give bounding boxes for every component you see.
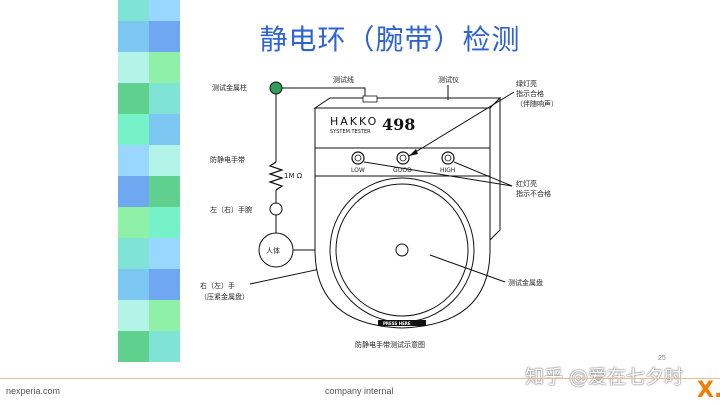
green-light-pointer — [408, 91, 515, 157]
label-green-light-pass: 指示合格 — [516, 89, 544, 98]
press-here-strip — [378, 320, 426, 326]
mosaic-tile — [118, 145, 149, 176]
tester-side-face — [489, 96, 501, 242]
tester-brand: HAKKO — [330, 115, 378, 128]
mosaic-tile — [149, 83, 180, 114]
press-here-text: PRESS HERE — [383, 321, 411, 326]
mosaic-tile — [149, 145, 180, 176]
button-low-label: LOW — [351, 167, 365, 174]
mosaic-tile — [118, 176, 149, 207]
footer-company: nexperia.com — [6, 386, 61, 396]
label-wrist-strap: 防静电手带 — [210, 155, 245, 164]
tester-number: 498 — [382, 115, 415, 134]
label-right-hand-note: （压紧金属盘） — [200, 292, 249, 301]
mosaic-tile — [118, 52, 149, 83]
mosaic-tile — [149, 176, 180, 207]
tester-top-face — [313, 97, 502, 109]
mosaic-tile — [149, 0, 180, 21]
watermark-text: 知乎 @爱在七夕时 — [525, 366, 684, 388]
mosaic-tile — [149, 52, 180, 83]
red-light-pointer-low — [363, 161, 513, 187]
mosaic-tile — [118, 269, 149, 300]
label-green-light-sound: （伴随响声） — [516, 99, 558, 108]
button-good-label: GOOD — [393, 167, 412, 174]
tester-model: SYSTEM TESTER — [330, 129, 371, 135]
red-light-pointer-high — [453, 161, 513, 187]
label-metal-post: 测试金属柱 — [212, 83, 247, 92]
mosaic-tile — [149, 114, 180, 145]
button-high-label: HIGH — [440, 167, 455, 174]
high-indicator-inner — [444, 154, 452, 162]
mosaic-tile — [118, 21, 149, 52]
label-red-light: 红灯亮 — [516, 179, 537, 188]
mosaic-tile — [149, 300, 180, 331]
mosaic-tile — [149, 207, 180, 238]
mosaic-tile — [149, 269, 180, 300]
wrist-strap-test-diagram: 测试金属柱 测试线 1M Ω 防静电手带 左（右）手腕 人体 右（左）手 （压紧… — [200, 75, 558, 349]
slide-number: 25 — [658, 355, 666, 362]
mosaic-tile — [118, 300, 149, 331]
tester-display-panel — [314, 107, 491, 149]
nexperia-logo: X. — [697, 378, 720, 403]
mosaic-tile — [149, 238, 180, 269]
metal-post-icon — [269, 81, 283, 95]
label-left-wrist: 左（右）手腕 — [210, 205, 252, 214]
green-pointer-arrowhead — [409, 149, 418, 156]
label-metal-plate: 测试金属盘 — [508, 278, 543, 287]
slide-title: 静电环（腕带）检测 — [259, 23, 521, 56]
label-red-light-fail: 指示不合格 — [516, 189, 551, 198]
wrist-node-icon — [269, 202, 283, 216]
low-indicator-inner — [354, 154, 362, 162]
label-body: 人体 — [266, 246, 280, 255]
test-lead-wire — [282, 87, 366, 98]
plate-center-contact — [395, 243, 409, 257]
good-indicator-inner — [399, 154, 407, 162]
mosaic-tile — [149, 331, 180, 362]
label-right-hand: 右（左）手 — [200, 281, 235, 290]
footer-classification: company internal — [325, 386, 394, 396]
label-test-lead: 测试线 — [333, 75, 354, 84]
tester-jack — [362, 95, 378, 103]
label-resistor: 1M Ω — [284, 172, 303, 180]
label-green-light: 绿灯亮 — [516, 79, 537, 88]
mosaic-tile — [118, 83, 149, 114]
diagram-caption: 防静电手带测试示意图 — [355, 340, 425, 349]
mosaic-tile — [118, 0, 149, 21]
footer-divider — [0, 378, 720, 379]
mosaic-tile — [149, 21, 180, 52]
resistor-icon — [268, 161, 284, 191]
mosaic-tile — [118, 114, 149, 145]
mosaic-tile — [118, 238, 149, 269]
decorative-mosaic — [118, 0, 180, 362]
mosaic-tile — [118, 331, 149, 362]
mosaic-tile — [118, 207, 149, 238]
plate-pointer — [429, 254, 506, 283]
label-tester: 测试仪 — [438, 75, 459, 84]
